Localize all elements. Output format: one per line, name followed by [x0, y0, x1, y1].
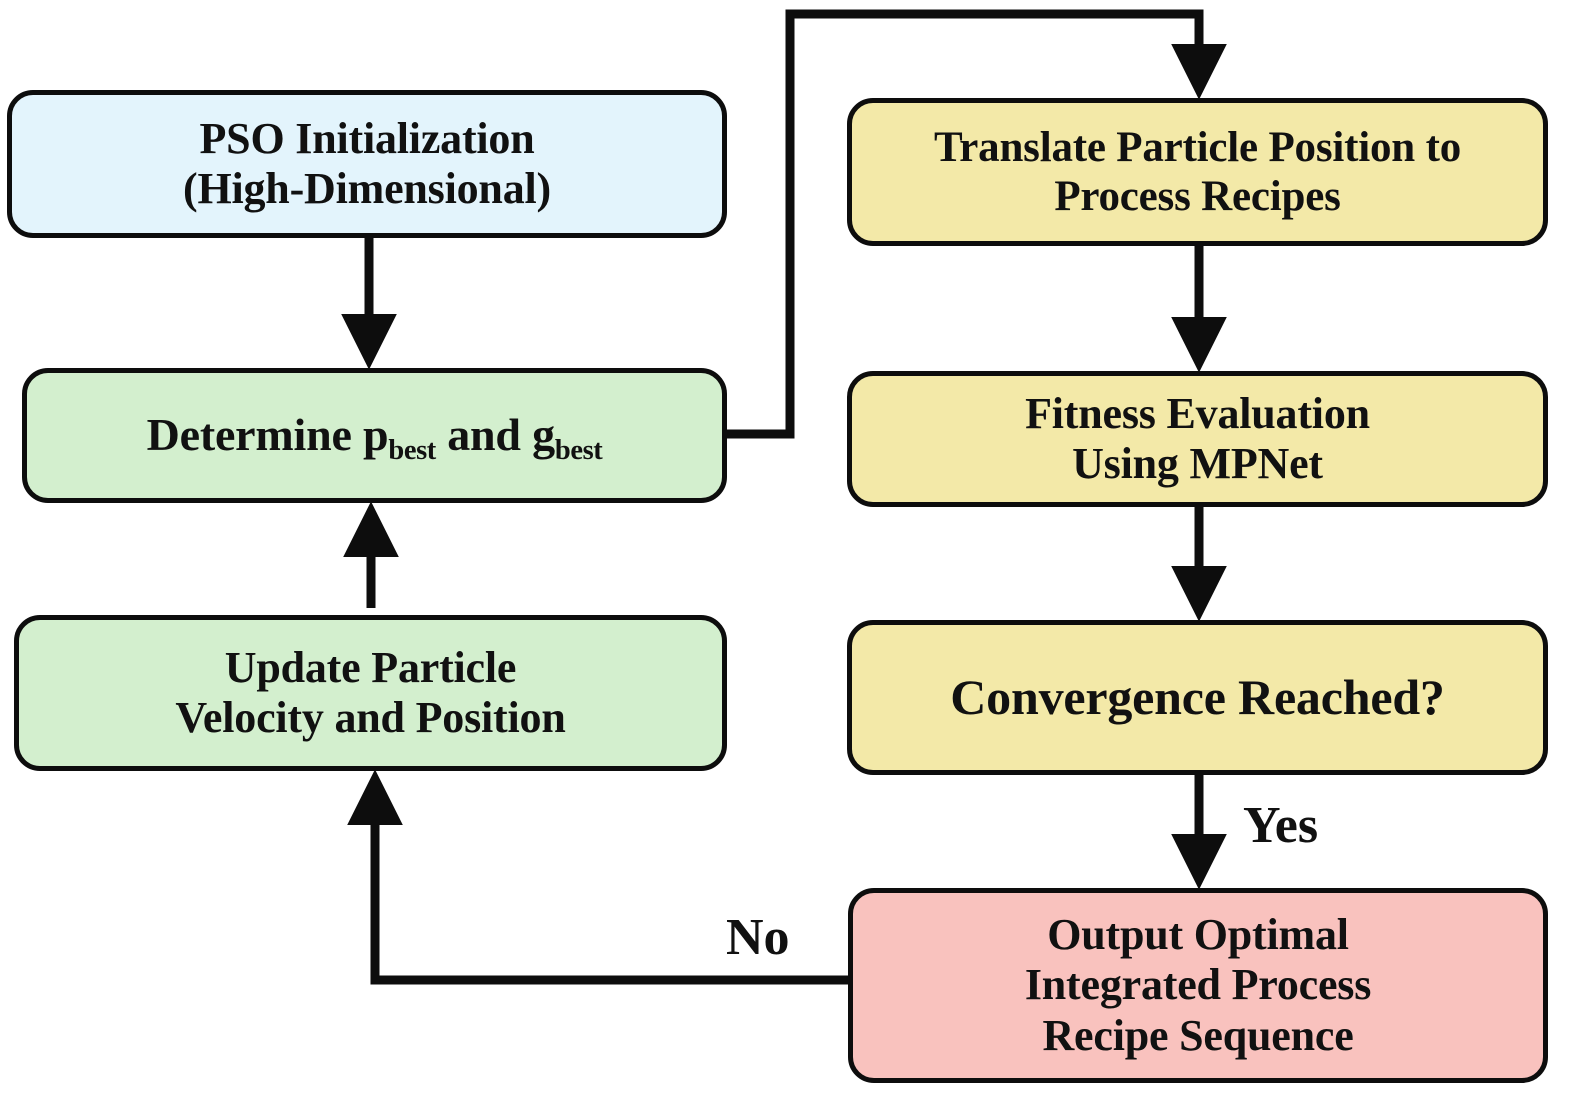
node-determine-pbest-gbest[interactable]: Determine pbest and gbest	[22, 368, 727, 503]
node-pso-initialization[interactable]: PSO Initialization(High-Dimensional)	[7, 90, 727, 238]
node-pso-initialization-line2: (High-Dimensional)	[183, 164, 551, 213]
node-fitness-line2: Using MPNet	[1072, 439, 1323, 488]
node-update-particle-line2: Velocity and Position	[175, 693, 566, 742]
node-update-particle-line1: Update Particle	[224, 642, 517, 692]
node-output-line2: Integrated Process	[1024, 960, 1372, 1010]
node-fitness-line1: Fitness Evaluation	[1025, 388, 1370, 438]
node-convergence-reached-label: Convergence Reached?	[950, 669, 1445, 725]
node-output-line1: Output Optimal	[1047, 910, 1349, 960]
node-determine-pbest-gbest-label: Determine pbest and gbest	[27, 409, 722, 466]
node-determine-middle: and g	[435, 409, 555, 461]
node-translate-line2: Process Recipes	[1054, 173, 1341, 220]
node-determine-sub-pbest: best	[388, 434, 436, 466]
node-translate-line1: Translate Particle Position to	[933, 123, 1461, 171]
node-pso-initialization-label: PSO Initialization(High-Dimensional)	[12, 114, 722, 214]
edge-label-no: No	[726, 909, 790, 966]
edge-label-yes: Yes	[1243, 797, 1319, 854]
node-output-line3: Recipe Sequence	[1042, 1010, 1354, 1060]
node-determine-prefix: Determine p	[146, 409, 389, 461]
node-convergence-reached[interactable]: Convergence Reached?	[847, 620, 1548, 775]
node-pso-initialization-line1: PSO Initialization	[199, 113, 535, 163]
node-determine-sub-gbest: best	[554, 434, 603, 466]
